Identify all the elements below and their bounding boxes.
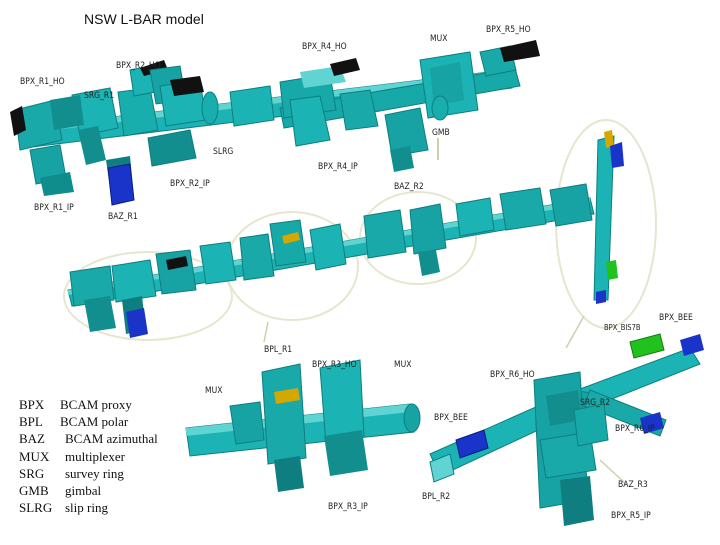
label-gmb: GMB [432,128,450,138]
label-bpx-r1-ho: BPX_R1_HO [20,77,65,87]
legend-desc: BCAM proxy [60,397,132,412]
legend-row: BPX BCAM proxy [19,396,158,413]
legend-abbr: BPL [19,414,43,430]
label-bpx-r4-ho: BPX_R4_HO [302,42,347,52]
legend-row: BAZ BCAM azimuthal [19,430,158,447]
label-bpx-r3-ip: BPX_R3_IP [328,502,368,512]
label-mux-mid: MUX [394,360,412,370]
legend-desc: multiplexer [65,448,125,464]
label-bpx-r1-ip: BPX_R1_IP [34,203,74,213]
label-bpx-r6-ip: BPX_R6_IP [615,424,655,434]
label-bpx-r5-ho: BPX_R5_HO [486,25,531,35]
legend-abbr: SRG [19,465,45,481]
legend-row: MUX multiplexer [19,448,158,465]
page-title: NSW L-BAR model [84,11,204,27]
legend-row: GMB gimbal [19,482,158,499]
label-srg-r1: SRG_R1 [84,91,115,101]
label-baz-r3: BAZ_R3 [618,480,648,490]
middle-bar-assembly [63,119,657,349]
label-srg-r2: SRG_R2 [580,398,611,408]
label-bpx-r2-ip: BPX_R2_IP [170,179,210,189]
label-mux-left: MUX [205,386,223,396]
label-bpx-r5-ip: BPX_R5_IP [611,511,651,521]
label-baz-r2: BAZ_R2 [394,182,424,192]
label-bpx-bee-bottom: BPX_BEE [434,413,468,423]
label-bpx-r2-ho: BPX_R2_HO [116,61,161,71]
label-slrg: SLRG [213,147,234,157]
legend-abbr: BAZ [19,431,45,447]
label-bpx-r4-ip: BPX_R4_IP [318,162,358,172]
legend-abbr: SLRG [19,500,53,516]
abbreviation-legend: BPX BCAM proxy BPL BCAM polar BAZ BCAM azim… [19,396,158,516]
legend-abbr: BPX [19,397,45,412]
legend-desc: gimbal [65,483,102,499]
label-bpx-r6-ho: BPX_R6_HO [490,370,535,380]
legend-desc: survey ring [65,465,124,481]
bottom-bar-assembly [185,333,704,526]
label-bpx-bee-top: BPX_BEE [659,313,693,323]
legend-row: SRG survey ring [19,465,158,482]
legend-desc: slip ring [65,500,108,516]
legend-row: BPL BCAM polar [19,413,158,430]
label-bpl-r2: BPL_R2 [422,492,451,502]
label-baz-r1: BAZ_R1 [108,212,138,222]
legend-desc: BCAM polar [60,414,129,430]
label-bpx-bis7b: BPX_BIS7B [604,323,641,332]
legend-abbr: GMB [19,483,49,499]
legend-desc: BCAM azimuthal [65,431,158,447]
label-bpx-r3-ho: BPX_R3_HO [312,360,357,370]
legend-row: SLRG slip ring [19,499,158,516]
top-bar-assembly [10,40,540,206]
label-bpl-r1: BPL_R1 [264,345,293,355]
legend-abbr: MUX [19,448,50,464]
label-mux-top: MUX [430,34,448,44]
